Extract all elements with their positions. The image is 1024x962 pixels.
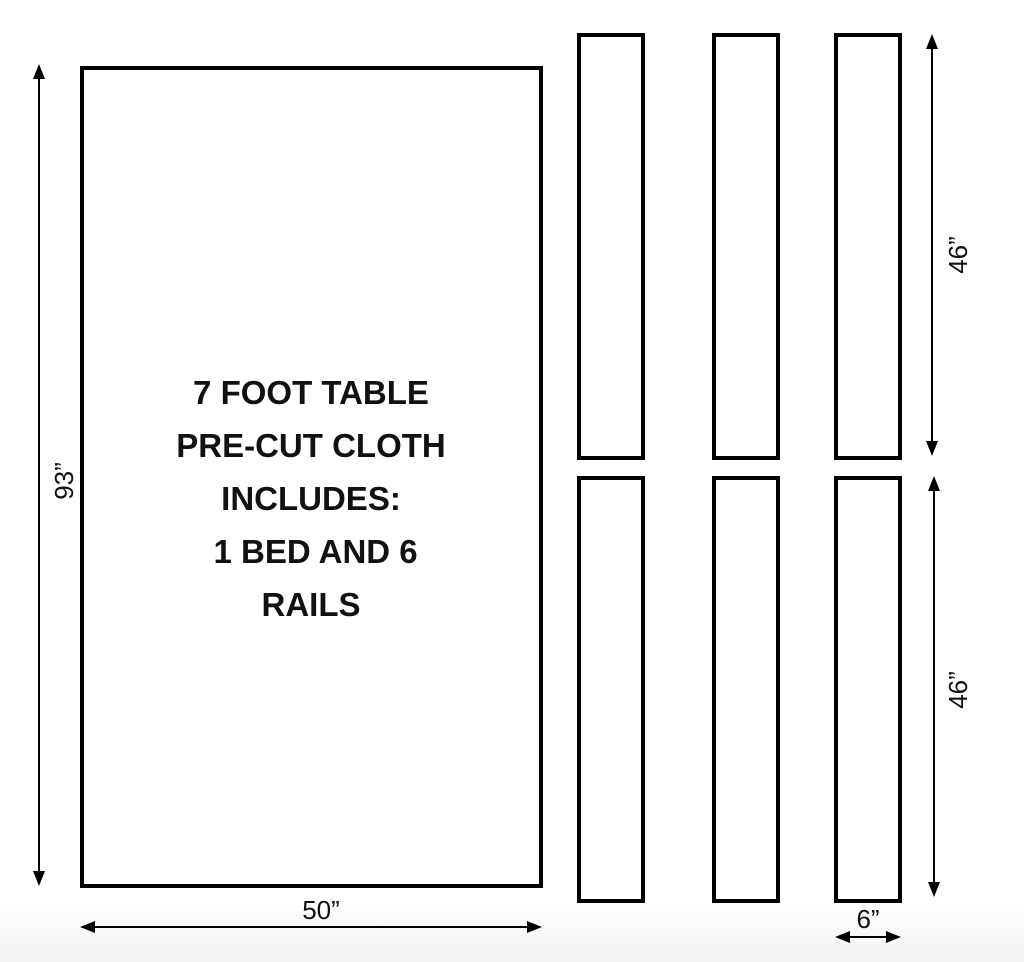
- title-line-4: 1 BED AND 6: [204, 533, 418, 570]
- bed-width-label: 50”: [302, 895, 340, 925]
- rail-bottom-1: [577, 476, 645, 903]
- bed-description: 7 FOOT TABLE PRE-CUT CLOTH INCLUDES: 1 B…: [80, 366, 542, 631]
- bed-width-arrow-icon: [80, 921, 542, 933]
- rail-width-label: 6”: [856, 904, 880, 934]
- rail-top-1: [577, 33, 645, 460]
- title-line-1: 7 FOOT TABLE: [193, 374, 429, 411]
- rail-length-top-label: 46”: [943, 236, 973, 274]
- bed-height-label: 93”: [49, 462, 79, 500]
- rail-width-arrow-icon: [835, 931, 901, 943]
- rail-length-top-arrow-icon: [926, 34, 938, 456]
- rail-top-2: [712, 33, 780, 460]
- rail-bottom-3: [834, 476, 902, 903]
- rail-length-bottom-label: 46”: [943, 671, 973, 709]
- title-line-3: INCLUDES:: [221, 480, 401, 517]
- bed-height-arrow-icon: [33, 64, 45, 886]
- title-line-5: RAILS: [261, 586, 361, 623]
- bed-cloth: [80, 66, 543, 888]
- rail-top-3: [834, 33, 902, 460]
- rail-length-bottom-arrow-icon: [928, 476, 940, 897]
- rail-bottom-2: [712, 476, 780, 903]
- title-line-2: PRE-CUT CLOTH: [176, 427, 446, 464]
